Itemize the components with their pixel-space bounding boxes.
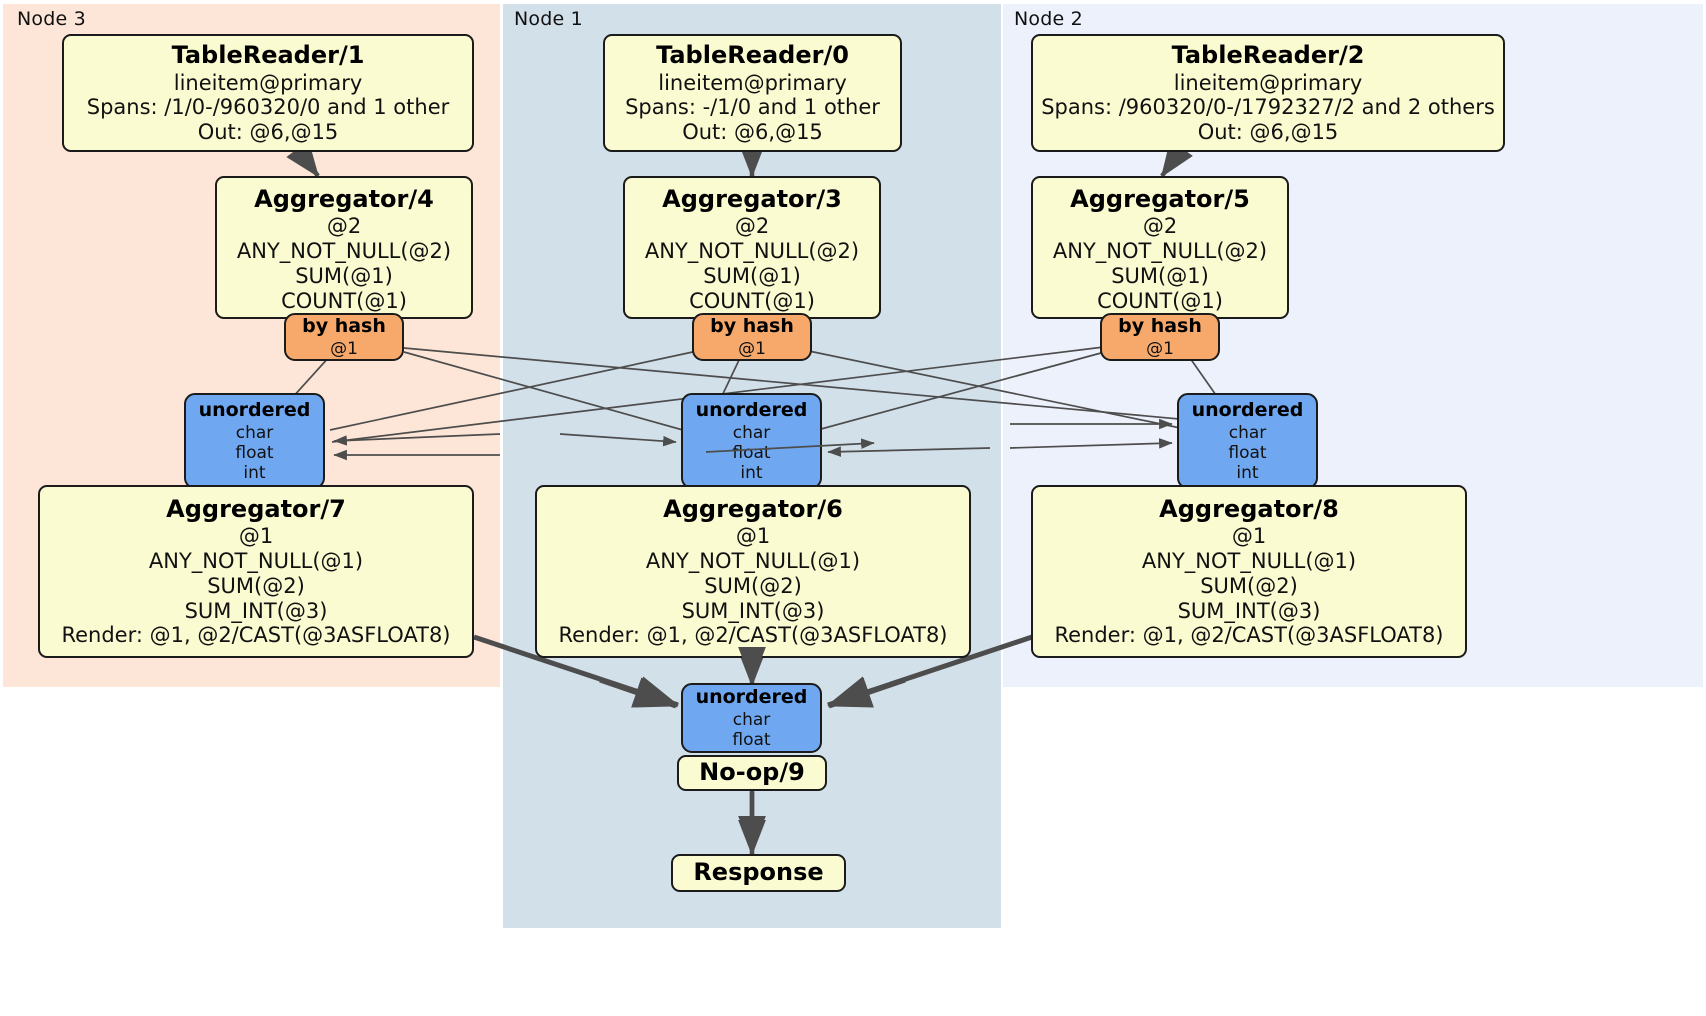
router-detail-line: @1 bbox=[1146, 338, 1174, 359]
node-detail-line: lineitem@primary bbox=[658, 70, 847, 95]
node-detail-line: COUNT(@1) bbox=[689, 288, 815, 313]
node-detail-line: Out: @6,@15 bbox=[197, 120, 339, 145]
node-detail-line: @1 bbox=[1231, 524, 1267, 549]
processor-aggregator-4[interactable]: Aggregator/4 @2 ANY_NOT_NULL(@2) SUM(@1)… bbox=[215, 176, 473, 319]
node-title: TableReader/0 bbox=[656, 41, 849, 70]
synchronizer-title: unordered bbox=[695, 399, 808, 422]
synchronizer-type-line: char bbox=[1228, 422, 1267, 443]
node-detail-line: ANY_NOT_NULL(@2) bbox=[644, 239, 860, 264]
synchronizer-unordered-node1[interactable]: unordered char float int bbox=[681, 393, 822, 489]
node-detail-line: SUM(@2) bbox=[704, 573, 802, 598]
synchronizer-type-line: float bbox=[732, 442, 771, 463]
synchronizer-title: unordered bbox=[695, 686, 808, 709]
region-label-node2: Node 2 bbox=[1014, 8, 1083, 30]
node-title: No-op/9 bbox=[699, 758, 805, 787]
processor-tablereader-2[interactable]: TableReader/2 lineitem@primary Spans: /9… bbox=[1031, 34, 1505, 152]
node-detail-line: SUM_INT(@3) bbox=[1177, 598, 1321, 623]
synchronizer-type-line: char bbox=[732, 709, 771, 730]
node-title: Response bbox=[693, 858, 824, 887]
region-label-node3: Node 3 bbox=[17, 8, 86, 30]
node-render-line: Render: @1, @2/CAST(@3ASFLOAT8) bbox=[558, 623, 948, 648]
node-detail-line: SUM_INT(@3) bbox=[681, 598, 825, 623]
node-detail-line: @2 bbox=[326, 214, 362, 239]
router-by-hash-node2[interactable]: by hash @1 bbox=[1100, 313, 1220, 361]
processor-aggregator-8[interactable]: Aggregator/8 @1 ANY_NOT_NULL(@1) SUM(@2)… bbox=[1031, 485, 1467, 658]
synchronizer-type-line: float bbox=[732, 729, 771, 750]
node-title: TableReader/1 bbox=[171, 41, 365, 70]
node-detail-line: @1 bbox=[735, 524, 771, 549]
synchronizer-type-line: float bbox=[235, 442, 274, 463]
processor-aggregator-5[interactable]: Aggregator/5 @2 ANY_NOT_NULL(@2) SUM(@1)… bbox=[1031, 176, 1289, 319]
node-detail-line: @1 bbox=[238, 524, 274, 549]
node-detail-line: SUM(@2) bbox=[207, 573, 305, 598]
synchronizer-type-line: int bbox=[243, 462, 266, 483]
processor-no-op-9[interactable]: No-op/9 bbox=[677, 755, 827, 791]
router-detail-line: @1 bbox=[738, 338, 766, 359]
node-title: Aggregator/7 bbox=[166, 495, 346, 523]
output-response[interactable]: Response bbox=[671, 854, 846, 892]
node-title: Aggregator/6 bbox=[663, 495, 843, 523]
synchronizer-unordered-node2[interactable]: unordered char float int bbox=[1177, 393, 1318, 489]
router-title: by hash bbox=[710, 315, 794, 338]
node-detail-line: Spans: -/1/0 and 1 other bbox=[625, 95, 880, 120]
region-label-node1: Node 1 bbox=[514, 8, 583, 30]
processor-tablereader-0[interactable]: TableReader/0 lineitem@primary Spans: -/… bbox=[603, 34, 902, 152]
synchronizer-unordered-node3[interactable]: unordered char float int bbox=[184, 393, 325, 489]
node-detail-line: SUM(@1) bbox=[1111, 263, 1209, 288]
node-title: Aggregator/5 bbox=[1070, 185, 1250, 213]
node-detail-line: lineitem@primary bbox=[1173, 70, 1363, 95]
node-detail-line: Spans: /1/0-/960320/0 and 1 other bbox=[86, 95, 450, 120]
node-detail-line: ANY_NOT_NULL(@1) bbox=[1141, 549, 1357, 574]
node-render-line: Render: @1, @2/CAST(@3ASFLOAT8) bbox=[1054, 623, 1444, 648]
node-title: TableReader/2 bbox=[1171, 41, 1365, 70]
node-detail-line: @2 bbox=[1142, 214, 1178, 239]
node-detail-line: ANY_NOT_NULL(@1) bbox=[645, 549, 861, 574]
node-detail-line: ANY_NOT_NULL(@2) bbox=[1052, 239, 1268, 264]
processor-aggregator-6[interactable]: Aggregator/6 @1 ANY_NOT_NULL(@1) SUM(@2)… bbox=[535, 485, 971, 658]
node-title: Aggregator/3 bbox=[662, 185, 842, 213]
node-detail-line: Out: @6,@15 bbox=[1197, 120, 1339, 145]
synchronizer-title: unordered bbox=[198, 399, 311, 422]
node-detail-line: Spans: /960320/0-/1792327/2 and 2 others bbox=[1041, 95, 1495, 120]
node-title: Aggregator/8 bbox=[1159, 495, 1339, 523]
synchronizer-type-line: char bbox=[732, 422, 771, 443]
synchronizer-type-line: int bbox=[740, 462, 763, 483]
node-detail-line: SUM_INT(@3) bbox=[184, 598, 328, 623]
node-detail-line: SUM(@2) bbox=[1200, 573, 1298, 598]
node-detail-line: Out: @6,@15 bbox=[682, 120, 823, 145]
node-detail-line: COUNT(@1) bbox=[1097, 288, 1223, 313]
synchronizer-type-line: int bbox=[1236, 462, 1259, 483]
processor-aggregator-3[interactable]: Aggregator/3 @2 ANY_NOT_NULL(@2) SUM(@1)… bbox=[623, 176, 881, 319]
router-title: by hash bbox=[302, 315, 386, 338]
synchronizer-type-line: char bbox=[235, 422, 274, 443]
router-by-hash-node3[interactable]: by hash @1 bbox=[284, 313, 404, 361]
processor-aggregator-7[interactable]: Aggregator/7 @1 ANY_NOT_NULL(@1) SUM(@2)… bbox=[38, 485, 474, 658]
processor-tablereader-1[interactable]: TableReader/1 lineitem@primary Spans: /1… bbox=[62, 34, 474, 152]
node-detail-line: SUM(@1) bbox=[295, 263, 393, 288]
router-by-hash-node1[interactable]: by hash @1 bbox=[692, 313, 812, 361]
router-detail-line: @1 bbox=[330, 338, 358, 359]
synchronizer-unordered-final[interactable]: unordered char float bbox=[681, 683, 822, 753]
synchronizer-title: unordered bbox=[1191, 399, 1304, 422]
node-detail-line: lineitem@primary bbox=[173, 70, 363, 95]
node-detail-line: ANY_NOT_NULL(@2) bbox=[236, 239, 452, 264]
node-detail-line: COUNT(@1) bbox=[281, 288, 407, 313]
synchronizer-type-line: float bbox=[1228, 442, 1267, 463]
node-title: Aggregator/4 bbox=[254, 185, 434, 213]
node-detail-line: ANY_NOT_NULL(@1) bbox=[148, 549, 364, 574]
node-detail-line: @2 bbox=[734, 214, 770, 239]
node-render-line: Render: @1, @2/CAST(@3ASFLOAT8) bbox=[61, 623, 451, 648]
router-title: by hash bbox=[1118, 315, 1202, 338]
node-detail-line: SUM(@1) bbox=[703, 263, 801, 288]
